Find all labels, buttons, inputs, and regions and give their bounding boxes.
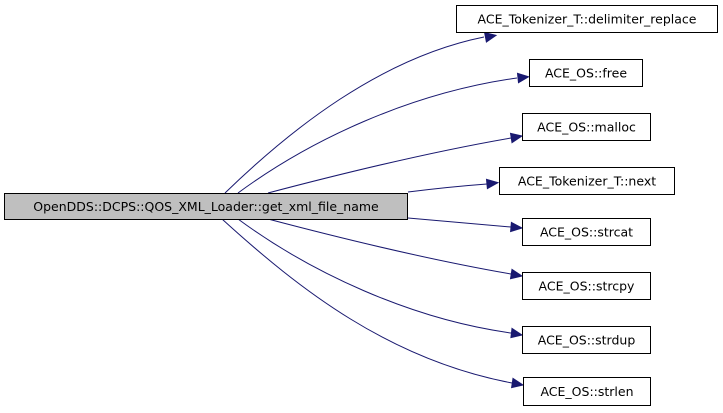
node-label-get-xml-file-name: OpenDDS::DCPS::QOS_XML_Loader::get_xml_f… bbox=[33, 199, 379, 214]
node-free[interactable]: ACE_OS::free bbox=[529, 59, 643, 87]
node-get-xml-file-name[interactable]: OpenDDS::DCPS::QOS_XML_Loader::get_xml_f… bbox=[4, 193, 408, 220]
node-label-strcat: ACE_OS::strcat bbox=[540, 225, 633, 240]
node-strlen[interactable]: ACE_OS::strlen bbox=[523, 377, 651, 406]
node-malloc[interactable]: ACE_OS::malloc bbox=[522, 113, 651, 141]
node-label-delimiter-replace: ACE_Tokenizer_T::delimiter_replace bbox=[478, 12, 697, 27]
node-next[interactable]: ACE_Tokenizer_T::next bbox=[499, 167, 675, 195]
edge-to-malloc bbox=[267, 132, 524, 194]
node-strcat[interactable]: ACE_OS::strcat bbox=[522, 218, 651, 246]
node-label-strcpy: ACE_OS::strcpy bbox=[539, 279, 635, 294]
node-label-strlen: ACE_OS::strlen bbox=[540, 384, 633, 399]
node-strcpy[interactable]: ACE_OS::strcpy bbox=[522, 272, 651, 300]
edge-to-strdup bbox=[237, 218, 524, 339]
node-label-free: ACE_OS::free bbox=[545, 66, 627, 81]
edge-to-free bbox=[237, 72, 530, 194]
node-delimiter-replace[interactable]: ACE_Tokenizer_T::delimiter_replace bbox=[456, 5, 718, 33]
edge-to-strlen bbox=[221, 218, 525, 389]
node-label-next: ACE_Tokenizer_T::next bbox=[518, 174, 656, 189]
edge-to-strcat bbox=[407, 217, 524, 233]
edge-to-next bbox=[407, 178, 500, 193]
node-strdup[interactable]: ACE_OS::strdup bbox=[522, 326, 651, 354]
node-label-malloc: ACE_OS::malloc bbox=[537, 120, 636, 135]
node-label-strdup: ACE_OS::strdup bbox=[538, 333, 636, 348]
edge-to-strcpy bbox=[267, 218, 524, 280]
edge-to-delimiter-replace bbox=[224, 31, 498, 194]
